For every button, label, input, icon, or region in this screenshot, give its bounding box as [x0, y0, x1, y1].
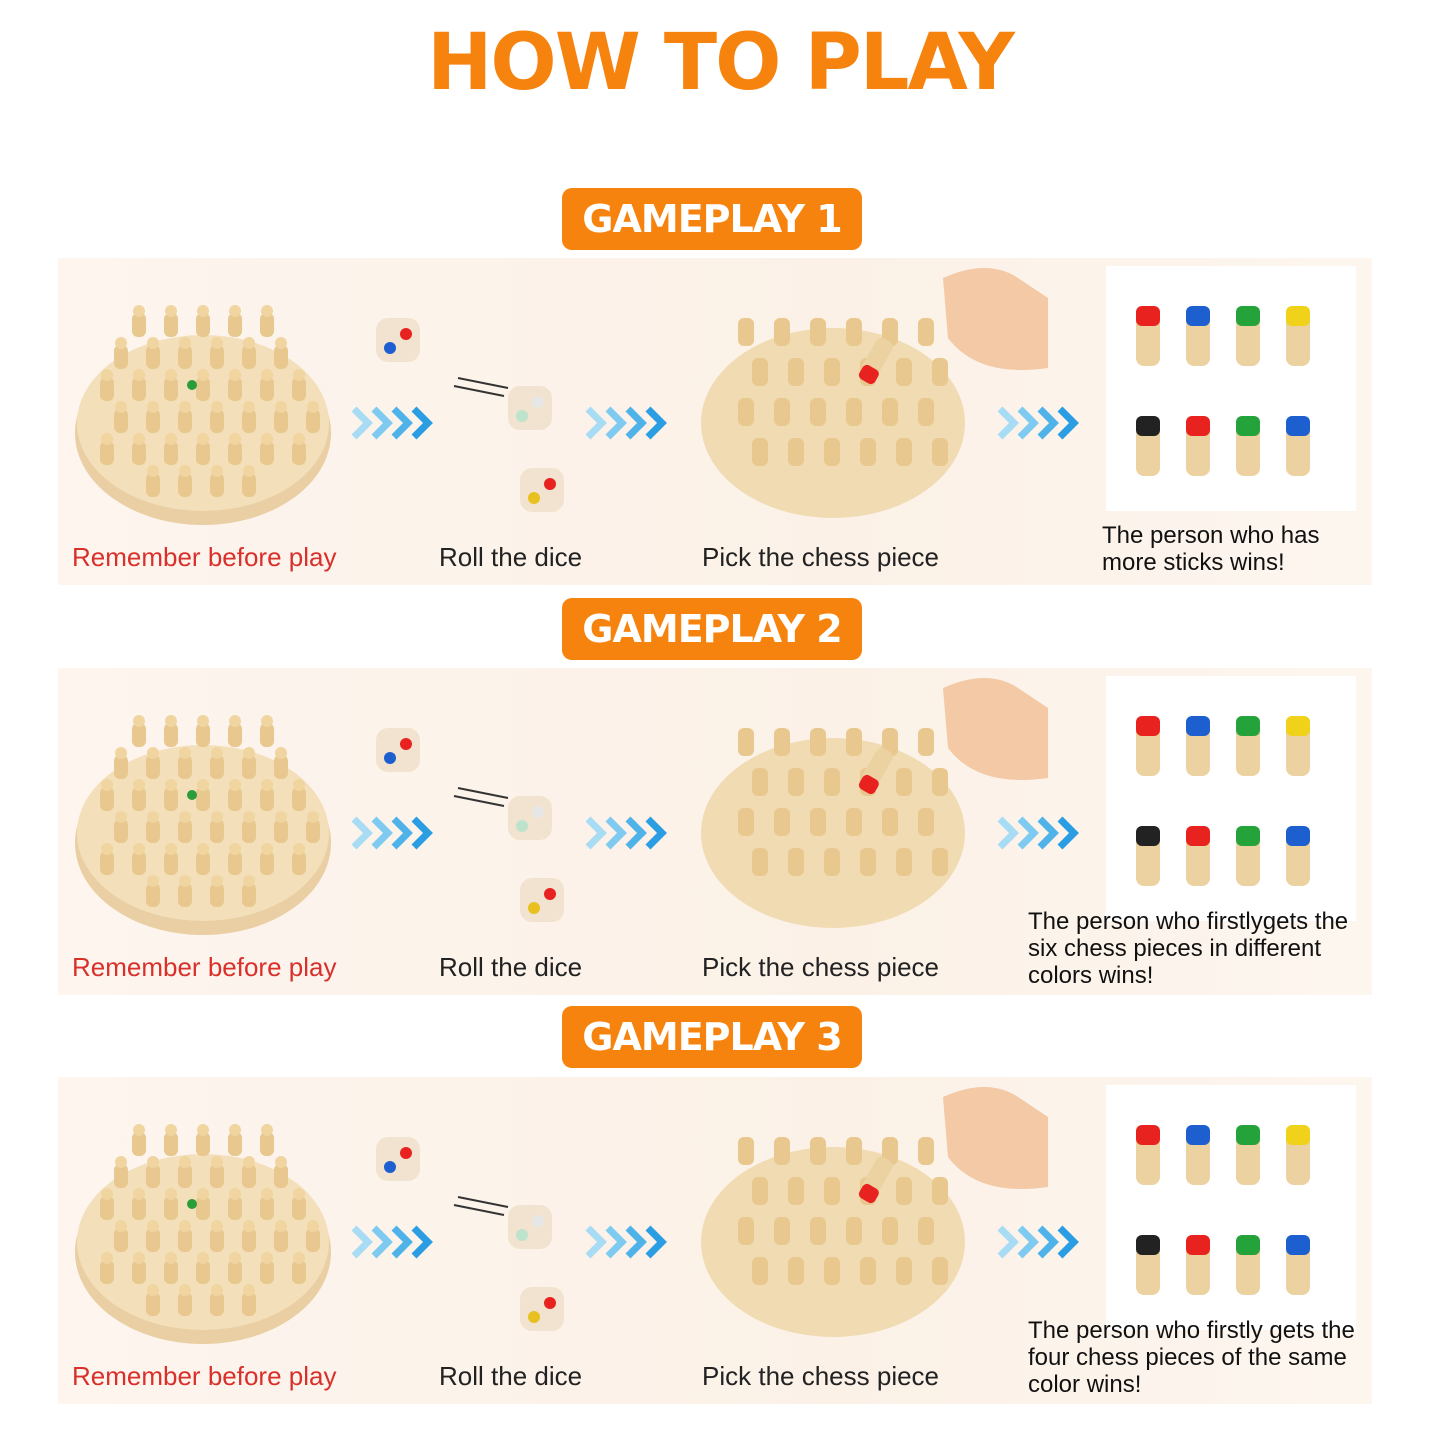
caption-remember: Remember before play	[72, 1361, 337, 1391]
dice-image	[358, 298, 588, 528]
gameplay-3-badge: GAMEPLAY 3	[562, 1006, 862, 1068]
gameplay-1-panel: Remember before play Roll the dice Pick …	[58, 258, 1372, 585]
arrows-icon	[350, 403, 442, 443]
dice-image	[358, 1117, 588, 1347]
pick-piece-image	[688, 1077, 1048, 1357]
caption-pick-piece: Pick the chess piece	[702, 952, 940, 982]
caption-roll-dice: Roll the dice	[439, 1361, 583, 1391]
gameplay-1-badge: GAMEPLAY 1	[562, 188, 862, 250]
gameplay-2-panel: Remember before play Roll the dice Pick …	[58, 668, 1372, 995]
caption-roll-dice: Roll the dice	[439, 542, 583, 572]
page-title: HOW TO PLAY	[427, 18, 1015, 108]
caption-pick-piece: Pick the chess piece	[702, 542, 940, 572]
win-condition-text: The person who firstly gets the four che…	[1028, 1317, 1355, 1398]
gameplay-2-badge: GAMEPLAY 2	[562, 598, 862, 660]
win-condition-text: The person who firstlygets the six chess…	[1028, 908, 1349, 989]
pick-piece-image	[688, 668, 1048, 948]
arrows-icon	[350, 1222, 442, 1262]
caption-pick-piece: Pick the chess piece	[702, 1361, 940, 1391]
dice-image	[358, 708, 588, 938]
memory-board-image	[72, 1102, 334, 1347]
gameplay-3-panel: Remember before play Roll the dice Pick …	[58, 1077, 1372, 1404]
arrows-icon	[996, 403, 1088, 443]
caption-roll-dice: Roll the dice	[439, 952, 583, 982]
arrows-icon	[584, 403, 676, 443]
result-pieces-image	[1106, 266, 1356, 511]
arrows-icon	[996, 1222, 1088, 1262]
result-pieces-image	[1106, 676, 1356, 921]
arrows-icon	[350, 813, 442, 853]
caption-remember: Remember before play	[72, 542, 337, 572]
memory-board-image	[72, 693, 334, 938]
arrows-icon	[584, 813, 676, 853]
caption-remember: Remember before play	[72, 952, 337, 982]
result-pieces-image	[1106, 1085, 1356, 1330]
arrows-icon	[996, 813, 1088, 853]
pick-piece-image	[688, 258, 1048, 538]
arrows-icon	[584, 1222, 676, 1262]
memory-board-image	[72, 283, 334, 528]
win-condition-text: The person who has more sticks wins!	[1102, 522, 1320, 576]
